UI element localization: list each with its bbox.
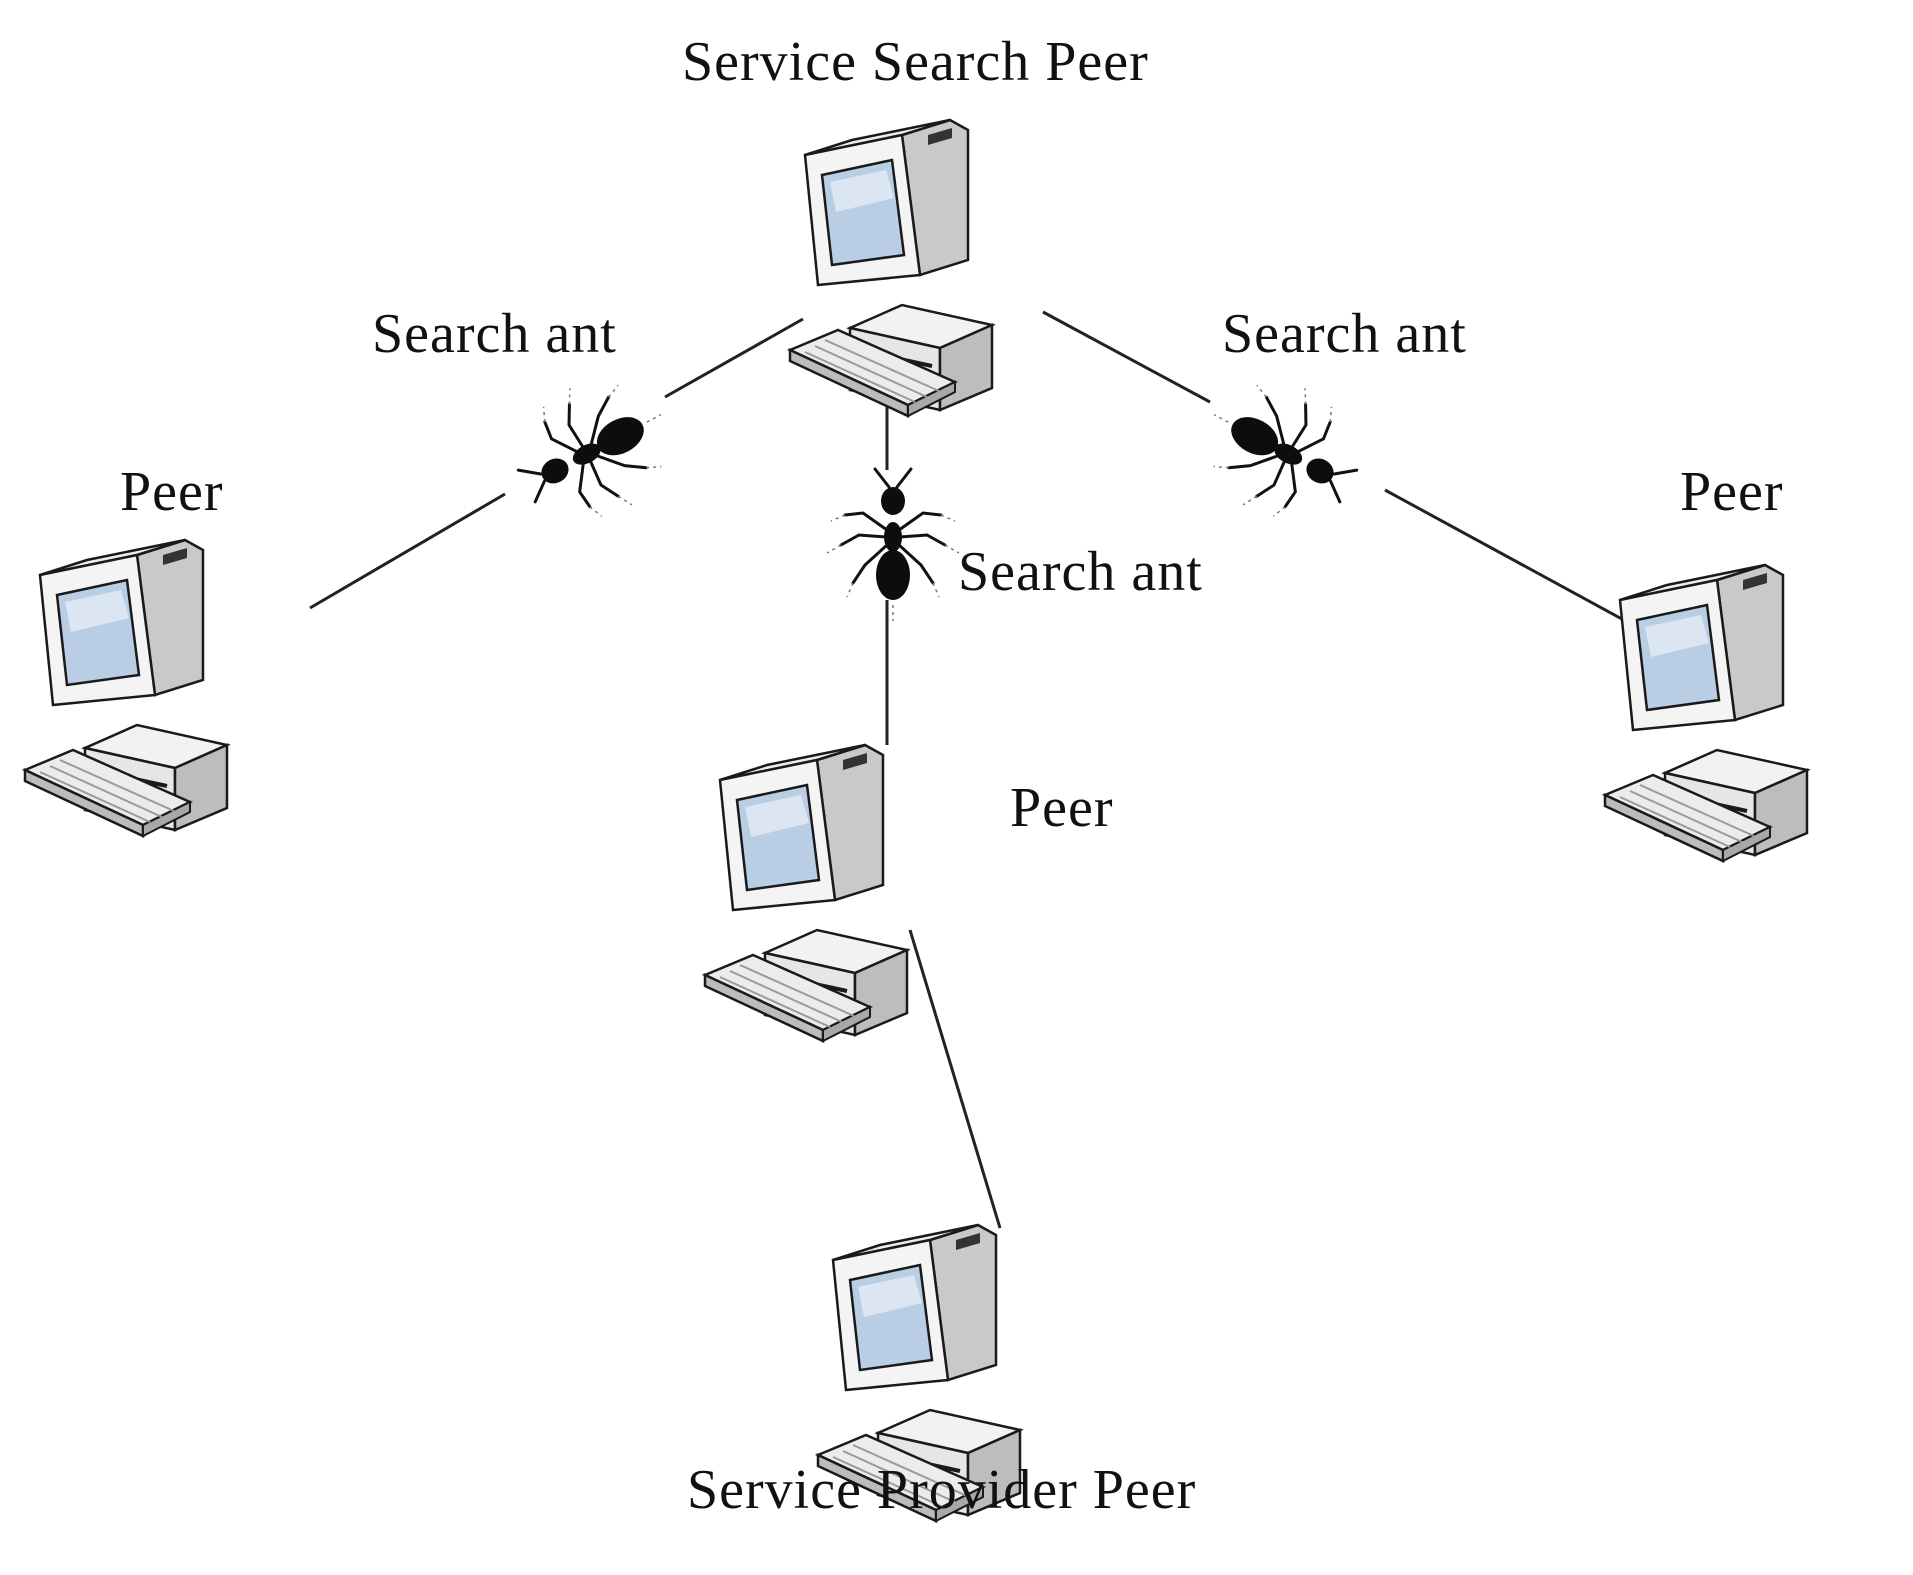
computer-icon-middle-peer — [703, 743, 909, 1043]
provider-peer-label: Service Provider Peer — [687, 1459, 1197, 1521]
right-ant-label: Search ant — [1222, 303, 1467, 365]
ant-icon-left — [494, 354, 694, 546]
computer-icon-right-peer — [1603, 563, 1809, 863]
middle-peer-label: Peer — [1010, 777, 1114, 839]
computer-icon-left-peer — [23, 538, 229, 838]
middle-ant-label: Search ant — [958, 541, 1203, 603]
left-peer-label: Peer — [120, 461, 224, 523]
search-peer-label: Service Search Peer — [682, 31, 1149, 93]
right-peer-label: Peer — [1680, 461, 1784, 523]
link-middle-to-provider — [908, 929, 1002, 1229]
link-search-to-right-a — [1042, 310, 1211, 404]
ant-icon-right — [1181, 354, 1381, 546]
computer-icon-search-peer — [788, 118, 994, 418]
link-search-to-left-b — [309, 492, 506, 610]
left-ant-label: Search ant — [372, 303, 617, 365]
link-search-to-left-a — [664, 317, 804, 399]
ant-icon-middle — [825, 467, 961, 623]
